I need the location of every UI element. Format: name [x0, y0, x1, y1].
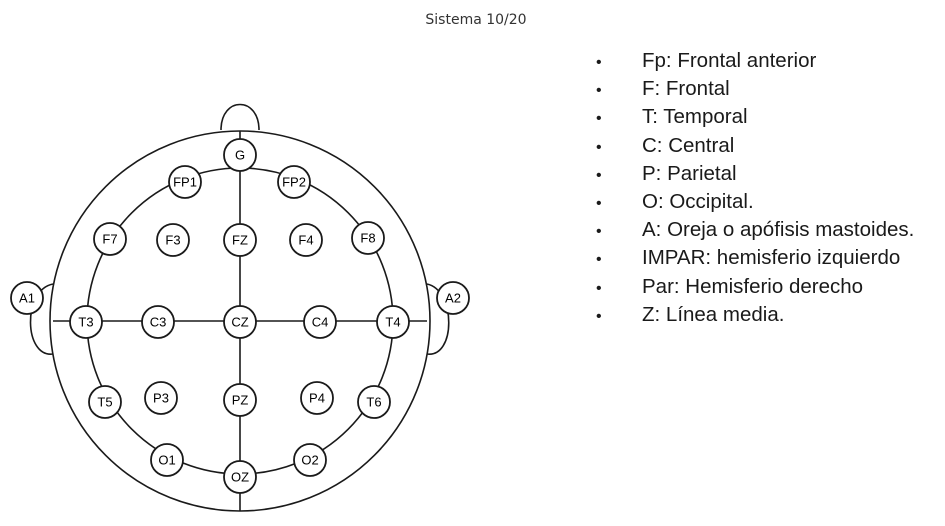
svg-text:T6: T6 — [366, 395, 381, 410]
legend-item-text: F: Frontal — [642, 77, 730, 101]
legend-item: • Z: Línea media. — [596, 301, 914, 329]
svg-text:FP1: FP1 — [173, 175, 197, 190]
electrode-a1: A1 — [10, 281, 44, 315]
svg-text:T5: T5 — [97, 395, 112, 410]
svg-text:OZ: OZ — [231, 470, 249, 485]
svg-text:T3: T3 — [78, 315, 93, 330]
electrode-a2: A2 — [436, 281, 470, 315]
bullet-icon: • — [596, 307, 602, 325]
legend-item-text: Z: Línea media. — [642, 302, 785, 326]
electrode-t3: T3 — [69, 305, 103, 339]
svg-text:CZ: CZ — [231, 315, 248, 330]
svg-text:O2: O2 — [301, 453, 318, 468]
right-ear-outline — [426, 283, 450, 355]
legend-item: • P: Parietal — [596, 160, 914, 188]
svg-text:FZ: FZ — [232, 233, 248, 248]
electrode-fp2: FP2 — [277, 165, 311, 199]
electrode-p4: P4 — [300, 381, 334, 415]
bullet-icon: • — [596, 223, 602, 241]
legend-item-text: A: Oreja o apófisis mastoides. — [642, 218, 915, 242]
electrode-oz: OZ — [223, 460, 257, 494]
svg-text:A1: A1 — [19, 291, 35, 306]
svg-text:F8: F8 — [360, 231, 375, 246]
legend-item-text: C: Central — [642, 133, 735, 157]
electrode-t5: T5 — [88, 385, 122, 419]
electrode-t4: T4 — [376, 305, 410, 339]
diagram-title: Sistema 10/20 — [425, 12, 527, 28]
legend-item: • Fp: Frontal anterior — [596, 47, 914, 75]
svg-text:P3: P3 — [153, 391, 169, 406]
electrode-o1: O1 — [150, 443, 184, 477]
electrode-f4: F4 — [289, 223, 323, 257]
svg-text:C3: C3 — [150, 315, 167, 330]
legend-item-text: O: Occipital. — [642, 189, 754, 213]
svg-text:A2: A2 — [445, 291, 461, 306]
svg-text:G: G — [235, 148, 245, 163]
svg-text:C4: C4 — [312, 315, 329, 330]
legend-item-text: IMPAR: hemisferio izquierdo — [642, 246, 901, 270]
bullet-icon: • — [596, 166, 602, 184]
legend-item-text: Par: Hemisferio derecho — [642, 274, 864, 298]
electrode-f8: F8 — [351, 221, 385, 255]
legend-item: • F: Frontal — [596, 75, 914, 103]
electrode-c3: C3 — [141, 305, 175, 339]
bullet-icon: • — [596, 194, 602, 212]
legend-item: • T: Temporal — [596, 103, 914, 131]
legend-item: • Par: Hemisferio derecho — [596, 273, 914, 301]
electrode-g: G — [223, 138, 257, 172]
bullet-icon: • — [596, 110, 602, 128]
svg-text:PZ: PZ — [232, 393, 249, 408]
bullet-icon: • — [596, 251, 602, 269]
svg-text:F3: F3 — [165, 233, 180, 248]
legend-item-text: Fp: Frontal anterior — [642, 49, 817, 72]
legend-item: • A: Oreja o apófisis mastoides. — [596, 216, 914, 244]
bullet-icon: • — [596, 54, 602, 71]
svg-text:P4: P4 — [309, 391, 325, 406]
svg-text:F4: F4 — [298, 233, 313, 248]
bullet-icon: • — [596, 138, 602, 156]
legend-item: • IMPAR: hemisferio izquierdo — [596, 244, 914, 272]
eeg-10-20-diagram: G FP1 FP2 F7 F3 FZ F4 F8 A1 A2 T3 C3 CZ … — [10, 103, 470, 512]
bullet-icon: • — [596, 82, 602, 100]
svg-text:O1: O1 — [158, 453, 175, 468]
electrode-fz: FZ — [223, 223, 257, 257]
legend-item: • C: Central — [596, 132, 914, 160]
svg-text:T4: T4 — [385, 315, 400, 330]
svg-text:FP2: FP2 — [282, 175, 306, 190]
legend-item: • O: Occipital. — [596, 188, 914, 216]
electrode-t6: T6 — [357, 385, 391, 419]
electrode-f7: F7 — [93, 222, 127, 256]
electrode-f3: F3 — [156, 223, 190, 257]
legend-list: • Fp: Frontal anterior • F: Frontal • T: Te… — [596, 47, 914, 329]
bullet-icon: • — [596, 279, 602, 297]
legend-item-text: T: Temporal — [642, 105, 748, 129]
svg-text:F7: F7 — [102, 232, 117, 247]
electrode-c4: C4 — [303, 305, 337, 339]
nose-outline — [220, 103, 260, 131]
electrode-fp1: FP1 — [168, 165, 202, 199]
electrode-o2: O2 — [293, 443, 327, 477]
electrode-p3: P3 — [144, 381, 178, 415]
left-ear-outline — [29, 283, 54, 355]
legend-item-text: P: Parietal — [642, 161, 737, 185]
electrode-pz: PZ — [223, 383, 257, 417]
electrode-cz: CZ — [223, 305, 257, 339]
